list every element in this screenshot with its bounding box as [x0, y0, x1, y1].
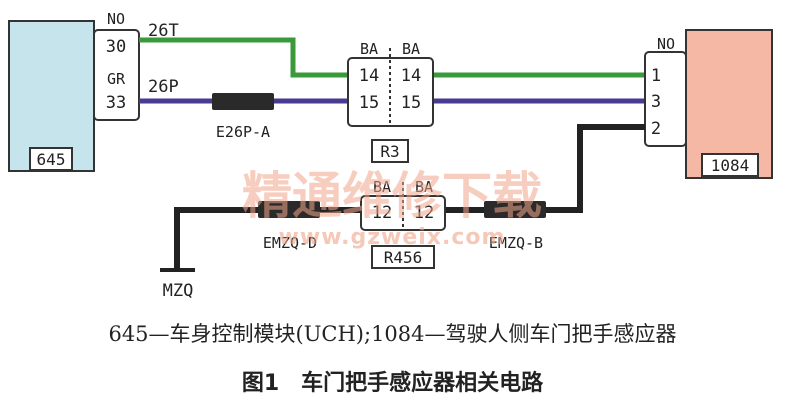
module-645-id: 645: [37, 150, 66, 169]
module-645-box: [8, 20, 95, 172]
pin-33-label: 33: [106, 93, 126, 113]
pin-30-label: 30: [106, 37, 126, 57]
circuit-26t-label: 26T: [148, 21, 179, 41]
splice-emzq-d-label: EMZQ-D: [263, 234, 317, 252]
connector-r3-pin-15-a: 15: [359, 93, 379, 113]
connector-r456-side-a: BA: [373, 178, 391, 196]
splice-e26p-label: E26P-A: [216, 123, 270, 141]
module-645-id-box: [29, 147, 73, 171]
module-1084-pin-1: 1: [651, 66, 661, 86]
circuit-26p-label: 26P: [148, 77, 179, 97]
connector-r3-id: R3: [380, 142, 399, 161]
connector-r3-pin-14-a: 14: [359, 66, 379, 86]
connector-r456-id: R456: [384, 248, 423, 267]
pin-33-color-code: GR: [107, 70, 126, 88]
module-1084-pin-3: 3: [651, 92, 661, 112]
module-1084-id-box: [701, 153, 759, 177]
connector-r456-id-box: [371, 245, 435, 269]
watermark-text: 精通维修下载: [242, 167, 542, 225]
connector-r3-pin-14-b: 14: [401, 66, 421, 86]
wire-green-26t: [139, 37, 348, 78]
figure-title: 图1 车门把手感应器相关电路: [241, 371, 544, 396]
pin-30-color-code: NO: [107, 10, 125, 28]
splice-emzq-b-marker: [484, 201, 546, 218]
module-1084-color-code: NO: [657, 35, 675, 53]
watermark-url: www.gzweix.com: [279, 225, 506, 250]
splice-e26p-marker: [212, 93, 274, 110]
connector-r3-side-b: BA: [402, 40, 420, 58]
connector-r456-pin-12-b: 12: [414, 203, 434, 223]
module-645-pin-block: [93, 29, 140, 121]
module-1084-pin-block: [644, 51, 687, 147]
module-1084-id: 1084: [711, 156, 750, 175]
splice-emzq-d-marker: [258, 201, 320, 218]
connector-r3-id-box: [371, 139, 409, 163]
ground-label: MZQ: [163, 281, 194, 301]
connector-r456-side-b: BA: [415, 178, 433, 196]
connector-r3-side-a: BA: [360, 40, 378, 58]
connector-r456-pin-12-a: 12: [372, 203, 392, 223]
connector-r3-pin-15-b: 15: [401, 93, 421, 113]
module-1084-pin-2: 2: [651, 119, 661, 139]
figure-legend: 645—车身控制模块(UCH);1084—驾驶人侧车门把手感应器: [108, 322, 677, 346]
splice-emzq-b-label: EMZQ-B: [489, 234, 543, 252]
wiring-diagram: 645 NO 30 GR 33 26T 26P E26P-A BA BA 14 …: [8, 10, 773, 301]
